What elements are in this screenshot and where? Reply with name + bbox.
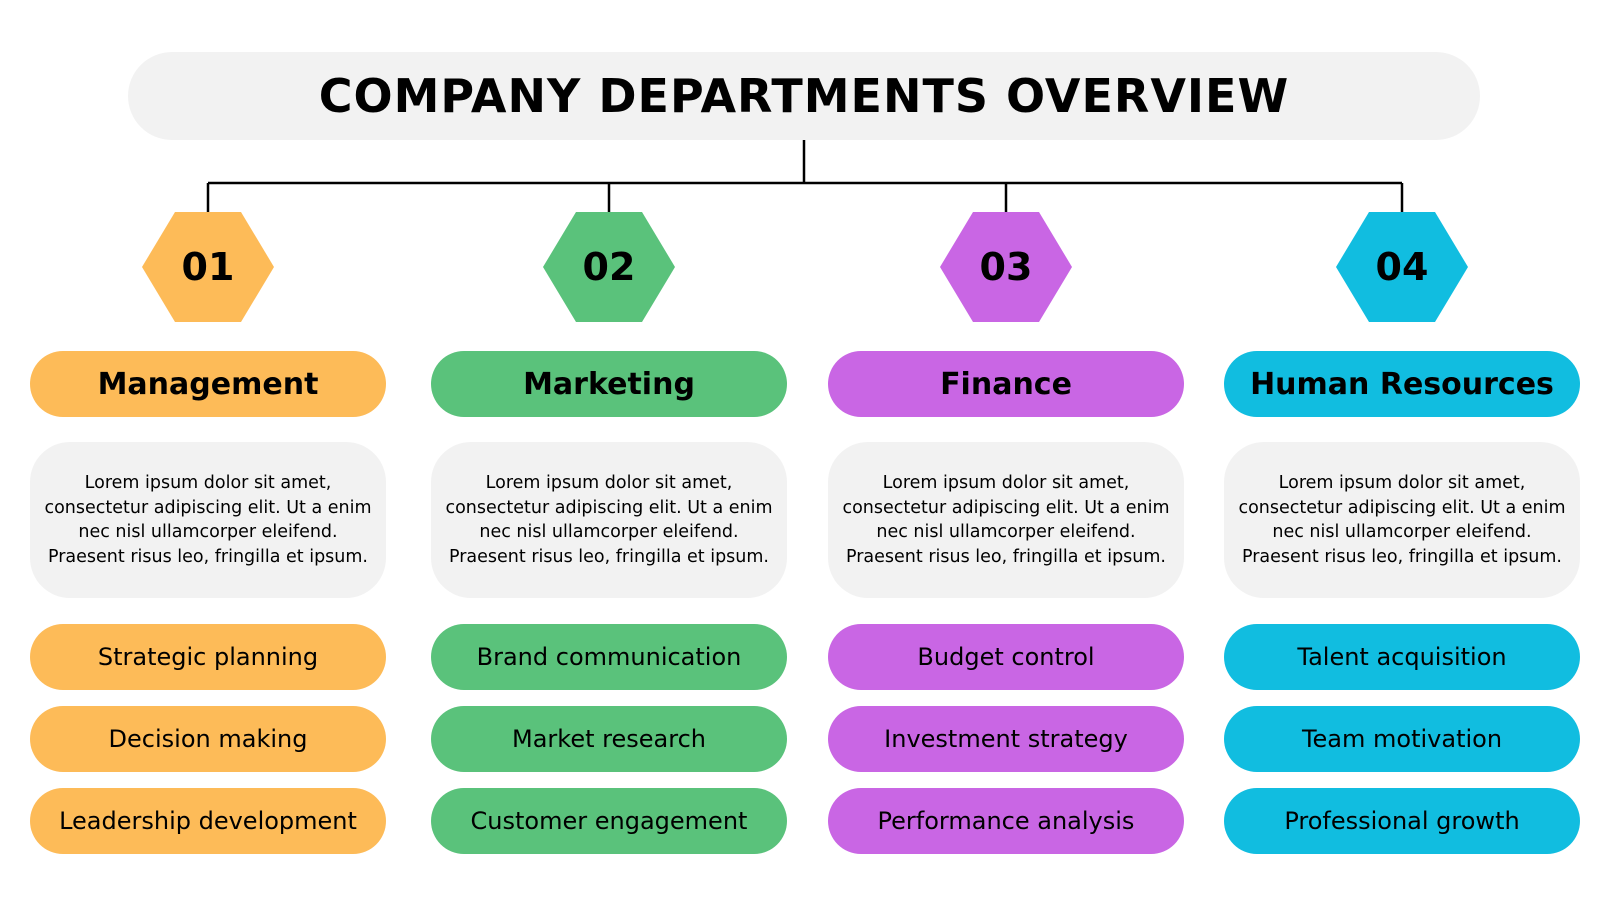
- department-name: Marketing: [523, 366, 695, 402]
- department-description: Lorem ipsum dolor sit amet, consectetur …: [44, 473, 372, 567]
- department-name-pill: Finance: [828, 351, 1184, 417]
- task-label: Strategic planning: [97, 643, 319, 671]
- department-description: Lorem ipsum dolor sit amet, consectetur …: [1238, 473, 1566, 567]
- department-description-box: Lorem ipsum dolor sit amet, consectetur …: [30, 442, 386, 598]
- department-name-pill: Marketing: [431, 351, 787, 417]
- task-pill: Decision making: [30, 706, 386, 772]
- task-label: Leadership development: [59, 807, 357, 835]
- task-pill: Strategic planning: [30, 624, 386, 690]
- department-name-pill: Management: [30, 351, 386, 417]
- department-name: Human Resources: [1250, 366, 1554, 402]
- task-pill: Customer engagement: [431, 788, 787, 854]
- department-number: 03: [979, 245, 1033, 289]
- department-column-management: 01 Management Lorem ipsum dolor sit amet…: [30, 212, 386, 854]
- task-label: Team motivation: [1301, 725, 1503, 753]
- task-pill: Performance analysis: [828, 788, 1184, 854]
- task-pill: Budget control: [828, 624, 1184, 690]
- department-column-finance: 03 Finance Lorem ipsum dolor sit amet, c…: [828, 212, 1184, 854]
- department-number: 01: [181, 245, 235, 289]
- number-hexagon: 03: [940, 212, 1072, 322]
- task-pill: Talent acquisition: [1224, 624, 1580, 690]
- task-label: Budget control: [917, 643, 1095, 671]
- department-name-pill: Human Resources: [1224, 351, 1580, 417]
- task-label: Market research: [512, 725, 706, 753]
- task-pill: Brand communication: [431, 624, 787, 690]
- task-pill: Market research: [431, 706, 787, 772]
- task-label: Decision making: [108, 725, 308, 753]
- task-label: Professional growth: [1284, 807, 1520, 835]
- number-hexagon: 04: [1336, 212, 1468, 322]
- title-banner: COMPANY DEPARTMENTS OVERVIEW: [128, 52, 1480, 140]
- number-hexagon: 01: [142, 212, 274, 322]
- task-label: Investment strategy: [884, 725, 1128, 753]
- task-pill: Team motivation: [1224, 706, 1580, 772]
- department-description-box: Lorem ipsum dolor sit amet, consectetur …: [431, 442, 787, 598]
- department-number: 04: [1375, 245, 1429, 289]
- task-label: Performance analysis: [877, 807, 1135, 835]
- task-label: Brand communication: [476, 643, 742, 671]
- number-hexagon: 02: [543, 212, 675, 322]
- task-pill: Leadership development: [30, 788, 386, 854]
- department-description-box: Lorem ipsum dolor sit amet, consectetur …: [1224, 442, 1580, 598]
- department-column-human-resources: 04 Human Resources Lorem ipsum dolor sit…: [1224, 212, 1580, 854]
- page-title: COMPANY DEPARTMENTS OVERVIEW: [318, 69, 1290, 123]
- department-number: 02: [582, 245, 636, 289]
- task-pill: Professional growth: [1224, 788, 1580, 854]
- department-column-marketing: 02 Marketing Lorem ipsum dolor sit amet,…: [431, 212, 787, 854]
- department-description-box: Lorem ipsum dolor sit amet, consectetur …: [828, 442, 1184, 598]
- department-description: Lorem ipsum dolor sit amet, consectetur …: [842, 473, 1170, 567]
- task-label: Talent acquisition: [1297, 643, 1507, 671]
- department-description: Lorem ipsum dolor sit amet, consectetur …: [445, 473, 773, 567]
- department-name: Finance: [940, 366, 1072, 402]
- department-name: Management: [97, 366, 319, 402]
- task-pill: Investment strategy: [828, 706, 1184, 772]
- task-label: Customer engagement: [470, 807, 748, 835]
